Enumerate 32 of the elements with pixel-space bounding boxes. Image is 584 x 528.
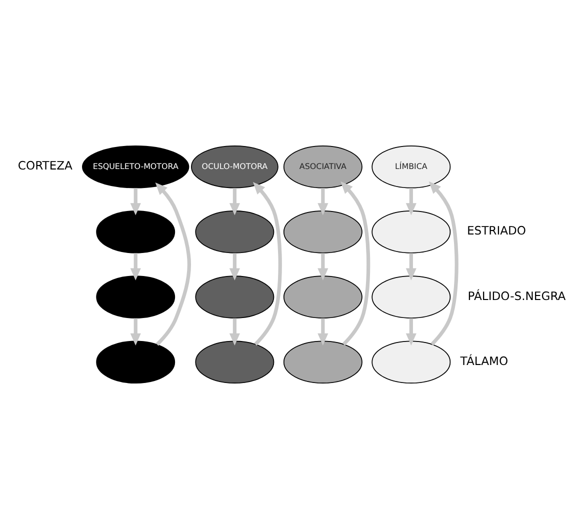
arrow: [130, 188, 141, 215]
node-ellipse: [372, 275, 451, 318]
node-ellipse: [283, 210, 362, 253]
arrow: [229, 252, 240, 280]
arrow: [318, 318, 328, 345]
arrow: [130, 318, 141, 345]
label: CORTEZA: [18, 158, 72, 172]
label: TÁLAMO: [460, 353, 508, 368]
node-ellipse: [96, 275, 176, 318]
arrow: [318, 188, 328, 215]
arrow: [406, 318, 416, 345]
arrow: [428, 180, 458, 346]
label: PÁLIDO-S.NEGRA: [468, 288, 566, 302]
arrow: [340, 180, 370, 346]
arrow: [155, 182, 191, 346]
arrow: [318, 252, 328, 280]
arrow: [130, 252, 141, 280]
arrow: [406, 252, 416, 280]
node-ellipse: [283, 275, 362, 318]
node-ellipse: [96, 340, 176, 384]
node-ellipse: [283, 340, 362, 384]
node-ellipse: [195, 275, 274, 318]
arrow: [229, 318, 240, 345]
arrow: [252, 182, 282, 346]
node-ellipse: [195, 210, 274, 253]
node-ellipse: [195, 340, 274, 384]
node-ellipse: [96, 210, 176, 253]
node-ellipse: [372, 210, 451, 253]
arrow: [229, 188, 240, 215]
label: ESTRIADO: [466, 223, 526, 238]
node-ellipse: [372, 340, 451, 384]
arrow: [406, 188, 416, 215]
